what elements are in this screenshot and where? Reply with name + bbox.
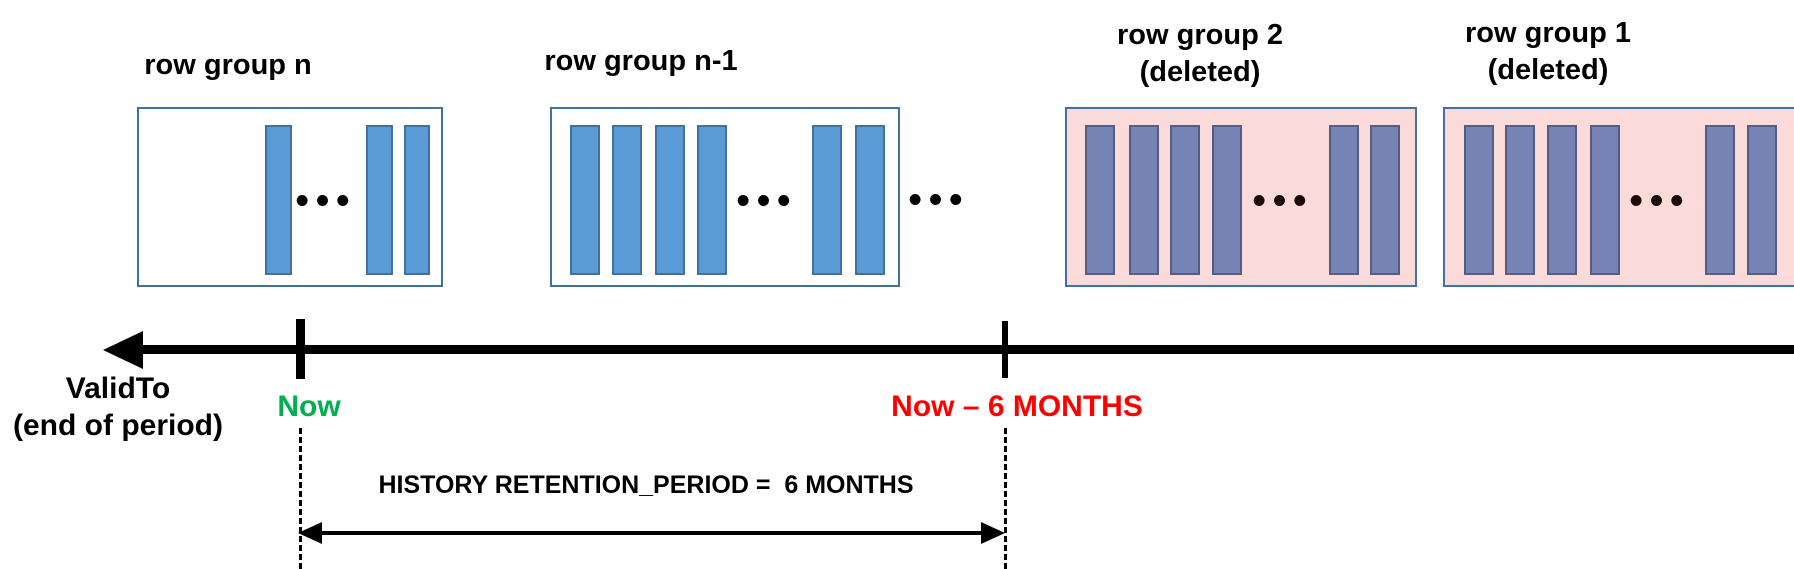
cutoff-tick-mark [1002,321,1008,378]
timeline-left-arrowhead-icon [103,331,143,369]
row-group-2-box: ••• [1065,107,1417,287]
cutoff-dashed-line [1004,428,1007,569]
row-group-n-label: row group n [144,47,312,84]
validto-axis-label: ValidTo (end of period) [13,370,223,444]
ellipsis-dots: ••• [736,180,798,222]
cutoff-label: Now – 6 MONTHS [891,390,1143,423]
validto-axis-label-line1: ValidTo [65,372,171,405]
column-segment-bar [366,125,393,275]
column-segment-bar [655,125,685,275]
row-group-1-label-text: row group 1 [1465,17,1631,49]
row-group-1-label: row group 1 (deleted) [1465,15,1631,89]
column-segment-bar [1590,125,1620,275]
column-segment-bar [812,125,842,275]
column-segment-bar [1129,125,1159,275]
column-segment-bar [1464,125,1494,275]
column-segment-bar [265,125,292,275]
row-group-1-deleted-text: (deleted) [1487,54,1609,86]
column-segment-bar [570,125,600,275]
row-group-n-1-label-text: row group n-1 [544,45,738,77]
row-group-2-label: row group 2 (deleted) [1117,17,1283,91]
ellipsis-dots: ••• [1252,180,1314,222]
column-segment-bar [855,125,885,275]
retention-period-label: HISTORY RETENTION_PERIOD = 6 MONTHS [378,471,914,499]
retention-span-right-arrowhead-icon [981,522,1005,544]
timeline-axis-line [138,345,1794,354]
column-segment-bar [697,125,727,275]
column-segment-bar [1705,125,1735,275]
row-group-2-label-text: row group 2 [1117,19,1283,51]
ellipsis-dots: ••• [295,180,357,222]
retention-span-line [314,531,986,535]
row-group-n-1-label: row group n-1 [544,43,737,80]
row-group-2-deleted-text: (deleted) [1139,56,1261,88]
ellipsis-dots: ••• [1629,180,1691,222]
row-group-n-label-text: row group n [144,49,312,81]
column-segment-bar [1329,125,1359,275]
now-label: Now [277,390,341,423]
column-segment-bar [404,125,430,275]
column-segment-bar [1747,125,1777,275]
now-tick-mark [296,319,305,379]
column-segment-bar [1370,125,1400,275]
column-segment-bar [1547,125,1577,275]
column-segment-bar [612,125,642,275]
column-segment-bar [1212,125,1242,275]
row-group-n-1-box: ••• [550,107,900,287]
row-group-n-box: ••• [137,107,443,287]
row-group-1-box: ••• [1443,107,1794,287]
column-segment-bar [1170,125,1200,275]
column-segment-bar [1505,125,1535,275]
ellipsis-dots: ••• [908,179,970,221]
now-dashed-line [299,428,302,569]
validto-axis-label-line2: (end of period) [13,409,223,442]
column-segment-bar [1085,125,1115,275]
retention-span-left-arrowhead-icon [298,522,322,544]
